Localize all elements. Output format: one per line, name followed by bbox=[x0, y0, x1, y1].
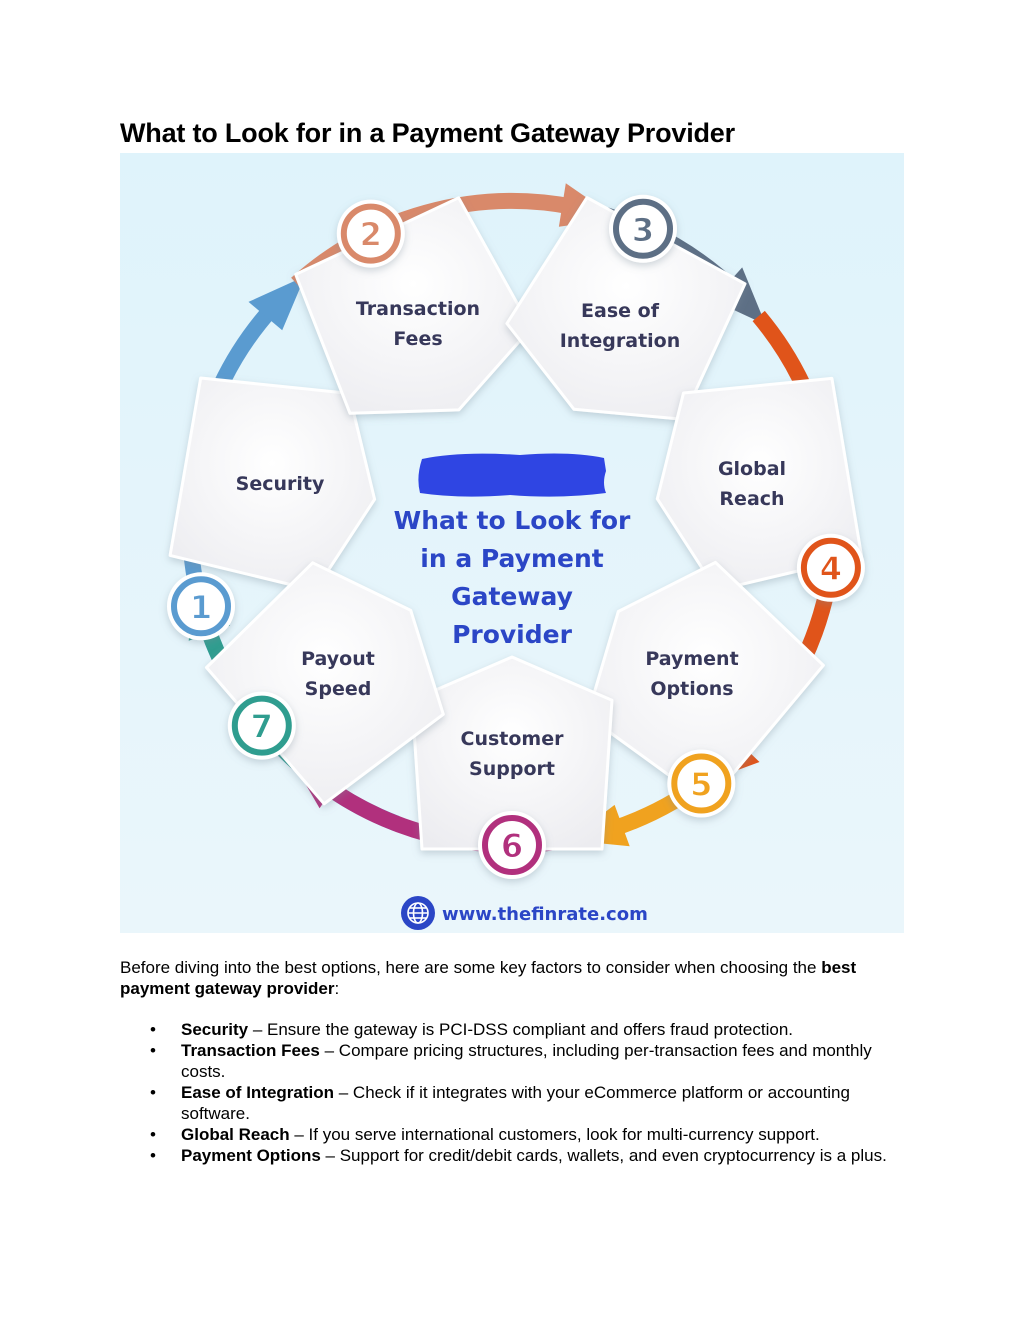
factor-title: Global Reach bbox=[181, 1125, 290, 1144]
center-block: What to Look for in a PaymentGatewayProvi… bbox=[394, 453, 631, 649]
center-title-line: Provider bbox=[452, 620, 573, 649]
list-item: • Global Reach – If you serve internation… bbox=[120, 1124, 910, 1145]
step-card-1 bbox=[168, 376, 377, 592]
list-item: • Ease of Integration – Check if it integ… bbox=[120, 1082, 910, 1124]
factor-title: Security bbox=[181, 1020, 249, 1039]
center-title-line: in a Payment bbox=[420, 544, 603, 573]
step-label: Reach bbox=[719, 488, 784, 510]
list-item: • Security – Ensure the gateway is PCI-DS… bbox=[120, 1019, 910, 1040]
step-number: 1 bbox=[190, 588, 212, 626]
factors-list: • Security – Ensure the gateway is PCI-DS… bbox=[120, 1019, 910, 1166]
factor-text: – Support for credit/debit cards, wallet… bbox=[320, 1146, 887, 1165]
step-card-7 bbox=[205, 561, 445, 806]
factor-title: Ease of Integration bbox=[181, 1083, 335, 1102]
step-badges: 1 2 3 4 5 6 7 bbox=[167, 194, 865, 879]
website-url: www.thefinrate.com bbox=[442, 904, 648, 925]
step-number: 6 bbox=[501, 827, 523, 865]
step-label: Payout bbox=[301, 648, 375, 670]
arrowhead-icon bbox=[248, 276, 305, 331]
step-label: Integration bbox=[560, 330, 681, 352]
step-label: Ease of bbox=[581, 300, 660, 322]
step-number: 4 bbox=[820, 550, 842, 588]
step-label: Fees bbox=[393, 328, 442, 350]
step-label: Customer bbox=[461, 728, 565, 750]
factor-text: – Ensure the gateway is PCI-DSS complian… bbox=[248, 1020, 794, 1039]
bullet: • bbox=[150, 1083, 156, 1102]
step-label: Payment bbox=[645, 648, 738, 670]
intro-text: Before diving into the best options, her… bbox=[120, 958, 822, 977]
page-title: What to Look for in a Payment Gateway Pr… bbox=[120, 118, 735, 148]
step-number: 3 bbox=[632, 211, 654, 249]
step-number: 2 bbox=[360, 216, 382, 254]
factor-title: Transaction Fees bbox=[181, 1041, 320, 1060]
factor-text: – If you serve international customers, … bbox=[289, 1125, 820, 1144]
center-title-line: What to Look for bbox=[394, 506, 631, 535]
step-label: Support bbox=[469, 758, 555, 780]
step-number: 5 bbox=[690, 766, 712, 804]
list-item: • Transaction Fees – Compare pricing stru… bbox=[120, 1040, 910, 1082]
intro-end: : bbox=[334, 979, 340, 998]
step-label: Options bbox=[650, 678, 733, 700]
factor-text: – Check if it integrates with your eComm… bbox=[181, 1083, 850, 1123]
list-item: • Payment Options – Support for credit/de… bbox=[120, 1145, 910, 1166]
bullet: • bbox=[150, 1146, 156, 1165]
highlight-brush bbox=[418, 453, 606, 497]
center-title-line: Gateway bbox=[451, 582, 573, 611]
intro-bold: best payment gateway provider bbox=[120, 958, 857, 998]
intro-paragraph: Before diving into the best options, her… bbox=[120, 957, 910, 999]
website-footer: www.thefinrate.com bbox=[401, 896, 648, 930]
step-label: Speed bbox=[305, 678, 372, 700]
factor-title: Payment Options bbox=[181, 1146, 321, 1165]
factor-text: – Compare pricing structures, including … bbox=[181, 1041, 872, 1081]
bullet: • bbox=[150, 1020, 156, 1039]
bullet: • bbox=[150, 1125, 156, 1144]
step-number: 7 bbox=[251, 708, 273, 746]
bullet: • bbox=[150, 1041, 156, 1060]
step-label: Transaction bbox=[356, 298, 480, 320]
step-label: Global bbox=[718, 458, 786, 480]
step-label: Security bbox=[236, 473, 325, 495]
